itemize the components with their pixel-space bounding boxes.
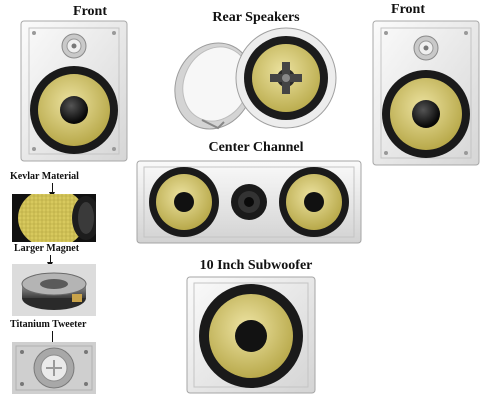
kevlar-material-label: Kevlar Material bbox=[10, 171, 79, 182]
titanium-tweeter-label: Titanium Tweeter bbox=[10, 319, 87, 330]
subwoofer-speaker bbox=[186, 276, 316, 394]
magnet-arrow-icon bbox=[47, 255, 53, 268]
center-channel-speaker bbox=[136, 160, 362, 244]
kevlar-material-closeup bbox=[12, 194, 96, 242]
rear-speakers bbox=[174, 27, 337, 130]
larger-magnet-closeup bbox=[12, 264, 96, 316]
larger-magnet-label: Larger Magnet bbox=[14, 243, 80, 254]
front-right-label: Front bbox=[391, 2, 425, 17]
titanium-tweeter-closeup bbox=[12, 342, 96, 394]
kevlar-arrow-icon bbox=[49, 183, 55, 198]
front-left-speaker bbox=[20, 20, 128, 162]
rear-speakers-label: Rear Speakers bbox=[212, 10, 300, 25]
subwoofer-label: 10 Inch Subwoofer bbox=[199, 258, 313, 273]
center-channel-label: Center Channel bbox=[208, 140, 304, 155]
front-left-label: Front bbox=[73, 4, 107, 19]
front-right-speaker bbox=[372, 20, 480, 166]
